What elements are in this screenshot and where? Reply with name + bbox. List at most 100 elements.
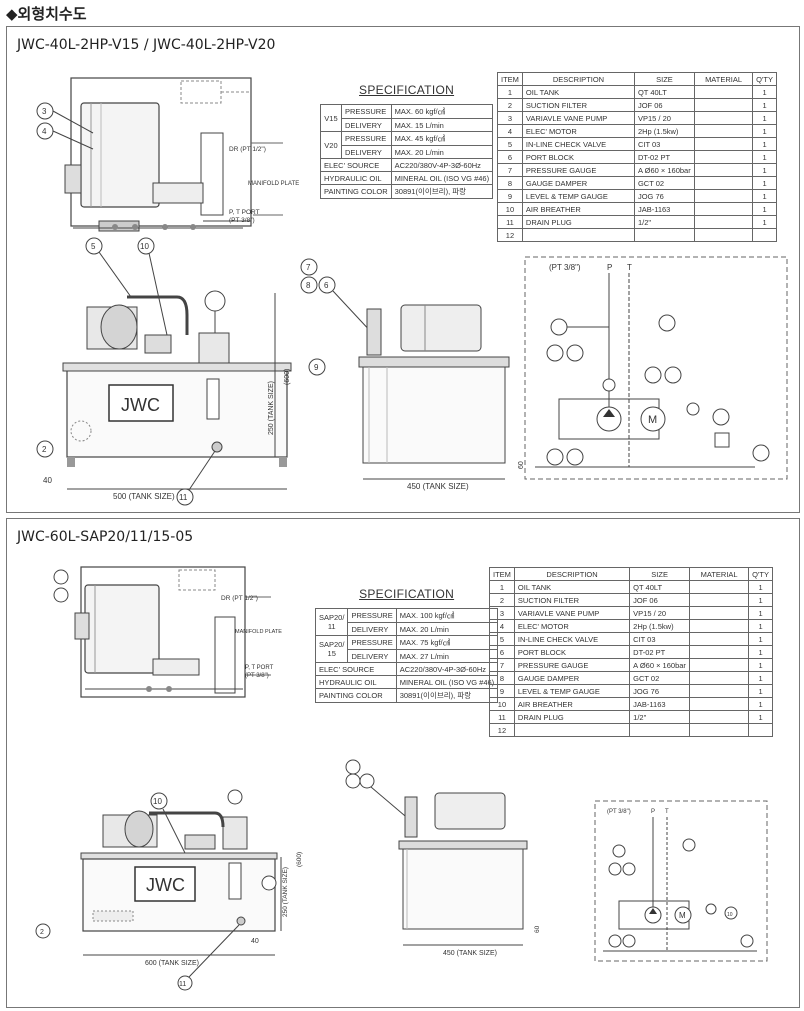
callout-4: 4 <box>42 127 47 136</box>
item-no: 5 <box>497 137 523 151</box>
callout-10: 10 <box>727 912 733 918</box>
callout-3: 3 <box>42 107 47 116</box>
item-qty: 1 <box>752 124 777 138</box>
item-size: DT-02 PT <box>629 645 691 659</box>
item-material <box>689 580 750 594</box>
spec-row-value: MAX. 45 kgf/㎠ <box>390 131 494 146</box>
item-material <box>693 215 754 229</box>
item-desc: AIR BREATHER <box>521 202 635 216</box>
side-width-dim: 450 (TANK SIZE) <box>443 950 497 957</box>
item-no: 3 <box>497 111 523 125</box>
item-no: 11 <box>497 215 523 229</box>
spec-row-label: DELIVERY <box>347 649 397 663</box>
item-qty: 1 <box>752 150 777 164</box>
hyd-t-label: T <box>665 809 669 815</box>
spec-row-label: ELEC' SOURCE <box>315 662 397 676</box>
col-header: DESCRIPTION <box>521 72 635 86</box>
item-desc: GAUGE DAMPER <box>521 176 635 190</box>
item-material <box>689 710 750 724</box>
side-view-drawing: 450 (TANK SIZE) 60 <box>345 759 541 957</box>
item-desc: ELEC' MOTOR <box>521 124 635 138</box>
item-material <box>693 228 754 242</box>
tank-width-dim: 600 (TANK SIZE) <box>145 960 199 967</box>
item-qty: 1 <box>748 684 773 698</box>
parts-table-header: ITEM DESCRIPTION SIZE MATERIAL Q'TY <box>497 72 777 86</box>
item-qty: 1 <box>752 137 777 151</box>
brand-label: JWC <box>121 395 160 415</box>
spec-row-label: PRESSURE <box>347 635 397 650</box>
callout-9: 9 <box>314 363 319 372</box>
brand-label: JWC <box>146 875 185 895</box>
spec-table: SAP20/ 11 PRESSURE MAX. 100 kgf/㎠ DELIVE… <box>314 608 499 703</box>
hyd-port-label: (PT 3/8") <box>607 809 631 815</box>
spec-row-label: DELIVERY <box>340 118 392 132</box>
spec-row-label: PRESSURE <box>340 131 392 146</box>
hydraulic-circuit: (PT 3/8") P T M <box>524 256 788 480</box>
item-no: 10 <box>489 697 515 711</box>
item-qty: 1 <box>748 671 773 685</box>
item-material <box>689 645 750 659</box>
item-material <box>689 658 750 672</box>
spec-row-value: 30891(이이브리), 파랑 <box>395 688 499 703</box>
dim-60: 60 <box>518 461 525 469</box>
item-qty: 1 <box>752 111 777 125</box>
page-title: ◆외형치수도 <box>6 5 87 23</box>
item-material <box>693 189 754 203</box>
model-title: JWC-40L-2HP-V15 / JWC-40L-2HP-V20 <box>17 37 276 53</box>
item-qty: 1 <box>748 606 773 620</box>
item-material <box>689 697 750 711</box>
side-width-dim: 450 (TANK SIZE) <box>407 482 469 491</box>
item-no: 1 <box>497 85 523 99</box>
spec-row-value: MAX. 20 L/min <box>390 145 494 159</box>
item-no: 1 <box>489 580 515 594</box>
spec-row-value: MAX. 27 L/min <box>395 649 499 663</box>
spec-row-value: MAX. 60 kgf/㎠ <box>390 104 494 119</box>
item-desc: OIL TANK <box>513 580 631 594</box>
item-size: GCT 02 <box>633 176 695 190</box>
pt-port-label: P, T PORT <box>229 209 260 216</box>
callout-10: 10 <box>153 797 162 806</box>
spec-row-label: PRESSURE <box>340 104 392 119</box>
spec-row-value: AC220/380V-4P-3Ø-60Hz <box>395 662 499 676</box>
item-size: 2Hp (1.5kw) <box>629 619 691 633</box>
item-desc: OIL TANK <box>521 85 635 99</box>
col-header: MATERIAL <box>693 72 754 86</box>
hyd-t-label: T <box>627 263 632 272</box>
item-qty: 1 <box>748 658 773 672</box>
hyd-p-label: P <box>651 809 655 815</box>
front-view-drawing: 10 JWC 600 (TANK SIZE) 40 250 (TANK SIZE… <box>35 789 303 991</box>
item-no: 3 <box>489 606 515 620</box>
item-size: 1/2" <box>629 710 691 724</box>
item-size: JOG 76 <box>629 684 691 698</box>
callout-11: 11 <box>179 493 188 502</box>
item-no: 12 <box>497 228 523 242</box>
dim-40: 40 <box>251 938 259 945</box>
spec-row-label: PRESSURE <box>347 608 397 623</box>
pt-port-size-label: (PT 3/8") <box>245 673 269 679</box>
item-qty: 1 <box>748 580 773 594</box>
top-view-drawing: DR (PT 1/2") MANIFOLD PLATE P, T PORT (P… <box>53 566 282 698</box>
tank-height-dim: 250 (TANK SIZE) <box>268 381 275 435</box>
side-view-drawing: 7 8 6 450 (TANK SIZE) 60 9 <box>300 258 525 491</box>
item-material <box>689 606 750 620</box>
hyd-motor-label: M <box>679 911 686 920</box>
spec-row-label: PAINTING COLOR <box>320 184 392 199</box>
item-desc: SUCTION FILTER <box>513 593 631 607</box>
item-desc: LEVEL & TEMP GAUGE <box>513 684 631 698</box>
model-title: JWC-60L-SAP20/11/15-05 <box>17 529 194 545</box>
item-qty: 1 <box>748 645 773 659</box>
item-no: 4 <box>497 124 523 138</box>
spec-block: SPECIFICATION V15 PRESSURE MAX. 60 kgf/㎠… <box>320 83 494 199</box>
item-qty: 1 <box>752 98 777 112</box>
item-material <box>689 619 750 633</box>
manifold-label: MANIFOLD PLATE <box>235 629 282 635</box>
